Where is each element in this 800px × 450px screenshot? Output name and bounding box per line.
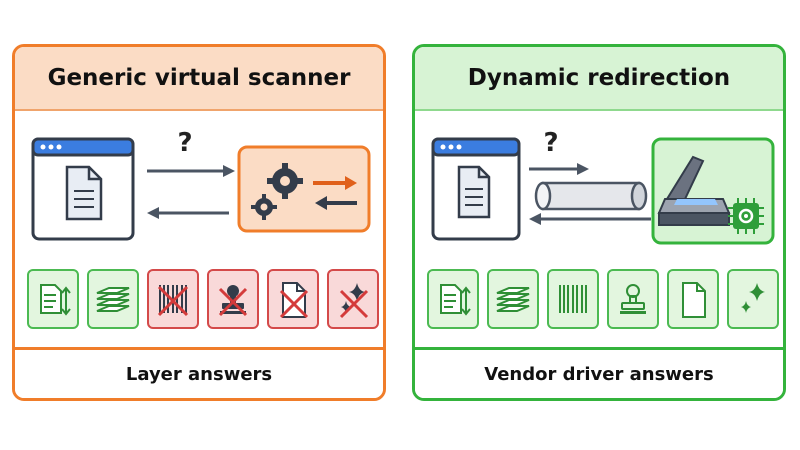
barcode-icon (547, 269, 599, 329)
stamp-icon (207, 269, 259, 329)
capability-icons (415, 269, 783, 333)
scanner-icon (657, 155, 731, 226)
question-mark: ? (177, 128, 192, 158)
panel-footer: Vendor driver answers (415, 347, 783, 398)
barcode-icon (147, 269, 199, 329)
application-window-icon (431, 137, 521, 241)
gears-icon (251, 163, 303, 220)
redirection-tunnel-icon (534, 181, 648, 211)
response-arrow (147, 207, 229, 219)
left-diagram: ? (31, 128, 371, 241)
panel-footer: Layer answers (15, 347, 383, 398)
blank-page-icon (267, 269, 319, 329)
dynamic-redirection-panel: Dynamic redirection ? (412, 44, 786, 401)
request-arrow (529, 163, 589, 175)
response-arrow (529, 213, 651, 225)
question-mark: ? (543, 128, 558, 158)
application-window-icon (31, 137, 135, 241)
stamp-icon (607, 269, 659, 329)
exchange-arrows-icon (313, 176, 357, 210)
request-arrow (147, 165, 235, 177)
panel-title: Generic virtual scanner (15, 47, 383, 111)
right-diagram: ? (431, 128, 775, 245)
document-transfer-icon (27, 269, 79, 329)
generic-virtual-scanner-panel: Generic virtual scanner ? (12, 44, 386, 401)
sparkle-icon (727, 269, 779, 329)
capability-icons (15, 269, 383, 333)
virtual-layer-box (237, 145, 371, 233)
physical-scanner-box (651, 137, 775, 245)
panel-title: Dynamic redirection (415, 47, 783, 111)
stack-icon (487, 269, 539, 329)
chip-icon (728, 198, 764, 234)
stack-icon (87, 269, 139, 329)
sparkle-icon (327, 269, 379, 329)
blank-page-icon (667, 269, 719, 329)
document-transfer-icon (427, 269, 479, 329)
